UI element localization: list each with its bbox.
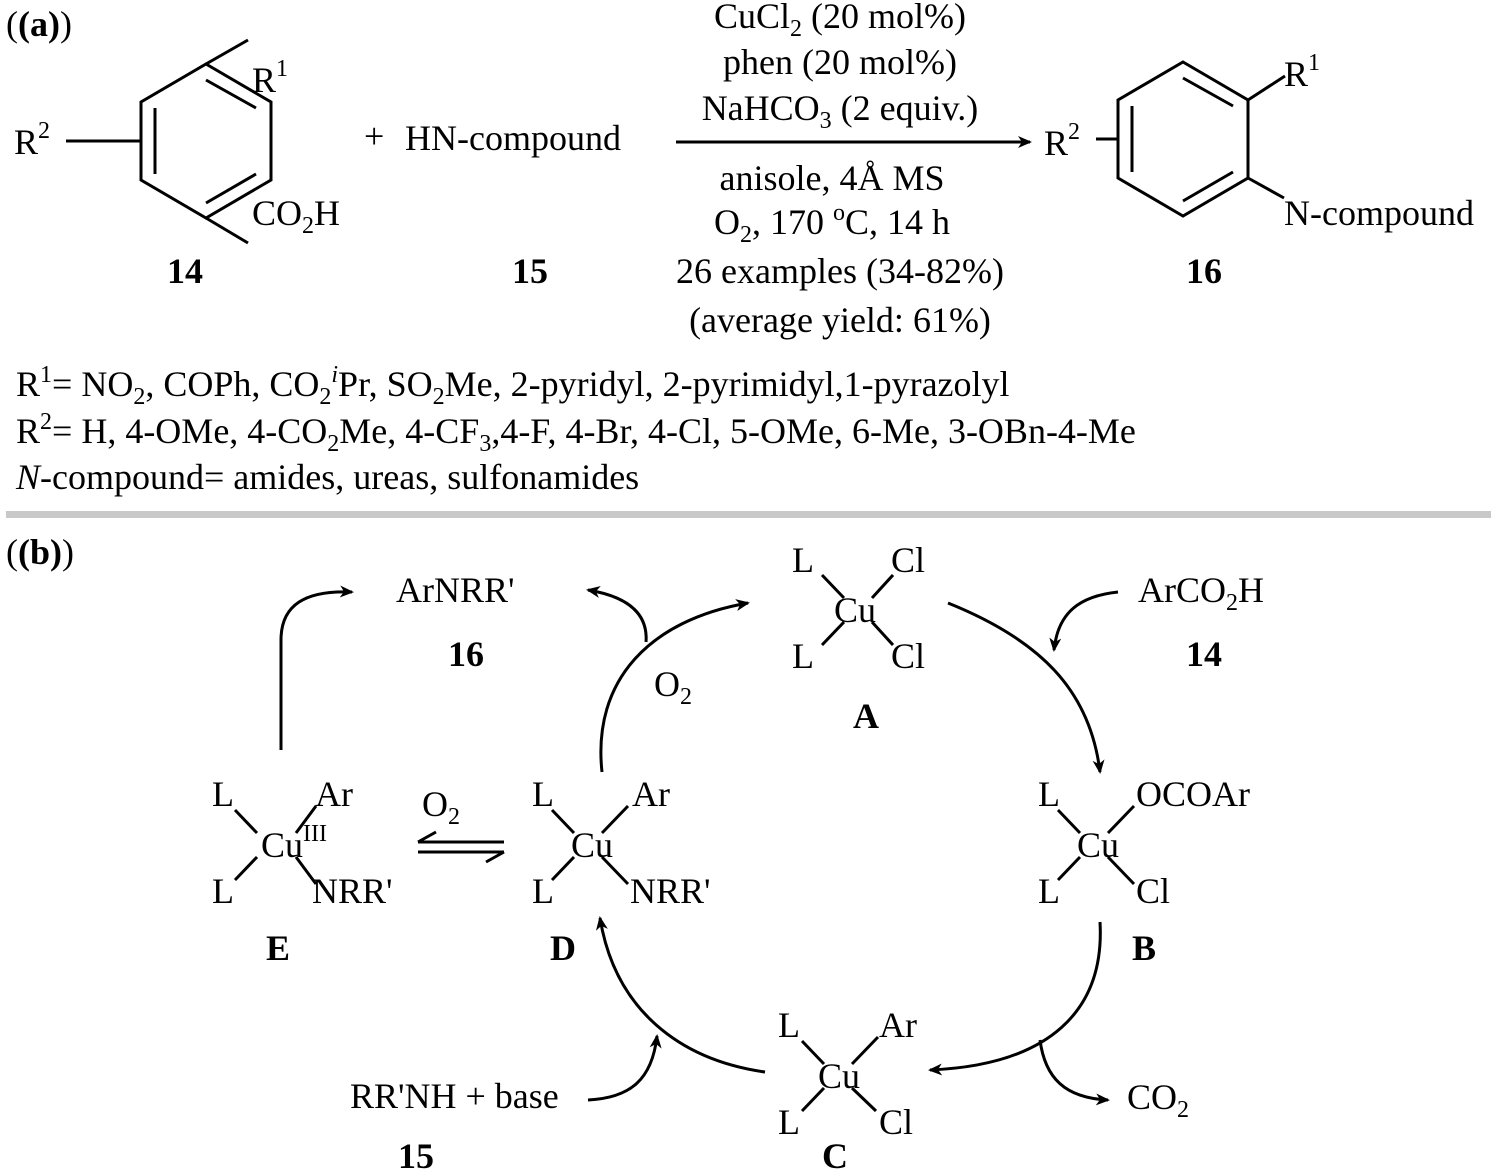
complex-d: L Ar Cu L NRR' D: [532, 774, 711, 968]
compound-number-14: 14: [167, 251, 203, 291]
product-16-n-compound: N-compound: [1284, 193, 1474, 233]
svg-text:L: L: [1038, 871, 1060, 911]
arrow-a-to-b: [947, 601, 1105, 774]
scope-r1: R1= NO2, COPh, CO2iPr, SO2Me, 2-pyridyl,…: [16, 362, 1010, 410]
svg-text:Cl: Cl: [891, 636, 925, 676]
svg-text:L: L: [792, 540, 814, 580]
compound-number-14-b: 14: [1186, 634, 1222, 674]
compound-number-16-b: 16: [448, 634, 484, 674]
arrow-b-to-c: [928, 921, 1102, 1076]
svg-text:Ar: Ar: [315, 774, 353, 814]
svg-text:NRR': NRR': [630, 871, 711, 911]
compound-number-15-b: 15: [398, 1136, 434, 1175]
svg-text:L: L: [532, 774, 554, 814]
arrow-o2-to-product: [586, 586, 648, 643]
arrow-d-to-a: [599, 599, 750, 773]
svg-text:Cl: Cl: [879, 1102, 913, 1142]
reagent-arco2h: ArCO2H: [1138, 570, 1264, 616]
equilibrium-arrows: [417, 830, 505, 864]
svg-text:L: L: [212, 774, 234, 814]
compound-number-15: 15: [512, 251, 548, 291]
condition-temperature: O2, 170 oC, 14 h: [714, 200, 950, 248]
condition-average-yield: (average yield: 61%): [689, 300, 991, 340]
svg-text:Cu: Cu: [834, 590, 876, 630]
o2-cycle-label: O2: [654, 664, 692, 710]
complex-e: L Ar CuIII L NRR' E: [212, 774, 393, 968]
product-16-r2: R2: [1044, 119, 1080, 163]
cu-iii: CuIII: [261, 821, 327, 865]
product-16-structure: [1096, 60, 1286, 218]
svg-text:L: L: [778, 1005, 800, 1045]
complex-a: L Cl Cu L Cl A: [792, 540, 925, 736]
svg-text:Ar: Ar: [632, 774, 670, 814]
svg-text:Cl: Cl: [1136, 871, 1170, 911]
part-a-label: ((a)): [6, 4, 72, 44]
label-a: A: [853, 696, 879, 736]
reactant-14-carboxyl: CO2H: [252, 193, 340, 239]
byproduct-co2: CO2: [1127, 1077, 1189, 1123]
label-b: B: [1132, 928, 1156, 968]
svg-text:Cu: Cu: [571, 825, 613, 865]
product-16-r1: R1: [1284, 50, 1320, 94]
reagent-amine-base: RR'NH + base: [350, 1076, 559, 1116]
arrow-15-in: [587, 1034, 662, 1102]
svg-text:L: L: [532, 871, 554, 911]
product-arnrr: ArNRR': [396, 570, 515, 610]
condition-base: NaHCO3 (2 equiv.): [702, 88, 979, 134]
svg-text:L: L: [792, 636, 814, 676]
o2-equilibrium-label: O2: [422, 784, 460, 830]
complex-c: L Ar Cu L Cl C: [778, 1005, 917, 1175]
reactant-14-structure: [66, 38, 273, 245]
reactant-15-name: HN-compound: [405, 118, 621, 158]
condition-catalyst: CuCl2 (20 mol%): [714, 0, 966, 42]
compound-number-16: 16: [1186, 251, 1222, 291]
label-e: E: [266, 928, 290, 968]
plus-sign: +: [364, 116, 384, 156]
svg-text:L: L: [778, 1102, 800, 1142]
svg-text:L: L: [212, 871, 234, 911]
svg-text:Cu: Cu: [818, 1056, 860, 1096]
label-d: D: [550, 928, 576, 968]
section-divider: [6, 511, 1491, 518]
svg-text:Cl: Cl: [891, 540, 925, 580]
svg-text:OCOAr: OCOAr: [1136, 774, 1250, 814]
svg-text:L: L: [1038, 774, 1060, 814]
reactant-14-r1: R1: [252, 56, 288, 100]
arrow-co2-out: [1038, 1039, 1110, 1106]
arrow-e-to-product: [279, 585, 354, 750]
scope-r2: R2= H, 4-OMe, 4-CO2Me, 4-CF3,4-F, 4-Br, …: [16, 409, 1136, 457]
reactant-14-r2: R2: [14, 118, 50, 162]
svg-text:Ar: Ar: [879, 1005, 917, 1045]
scope-n-compound: N-compound= amides, ureas, sulfonamides: [15, 457, 639, 497]
label-c: C: [822, 1136, 848, 1175]
arrow-14-in: [1049, 590, 1119, 652]
svg-text:Cu: Cu: [1077, 825, 1119, 865]
arrow-c-to-d: [596, 916, 766, 1074]
condition-ligand: phen (20 mol%): [723, 42, 957, 82]
complex-b: L OCOAr Cu L Cl B: [1038, 774, 1250, 968]
part-b-label: ((b)): [6, 532, 74, 572]
condition-examples: 26 examples (34-82%): [676, 251, 1004, 291]
svg-text:NRR': NRR': [312, 871, 393, 911]
condition-solvent: anisole, 4Å MS: [720, 158, 945, 198]
